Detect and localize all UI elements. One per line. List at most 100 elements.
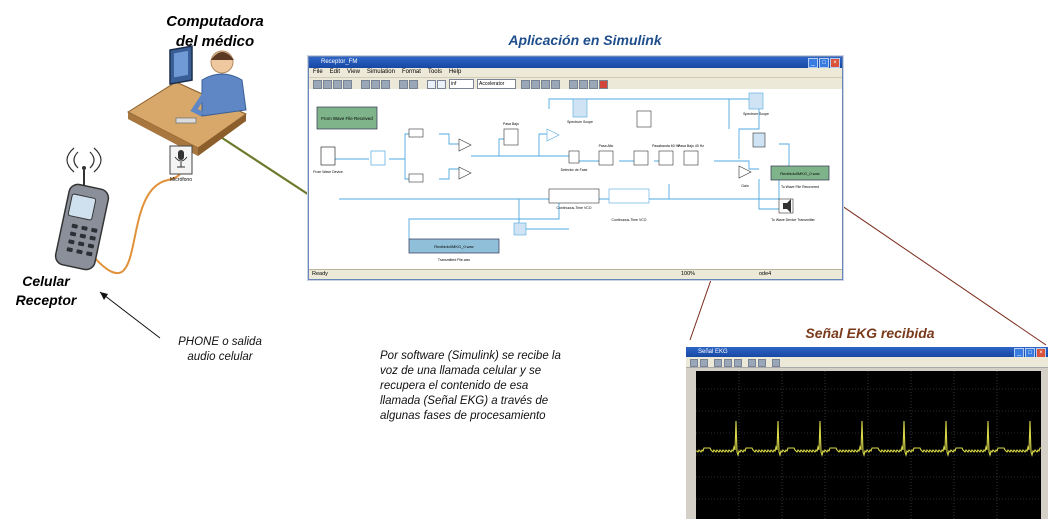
- simulation-mode-select[interactable]: Accelerator: [477, 79, 516, 89]
- status-ready: Ready: [312, 271, 328, 277]
- note-pointer-arrowhead: [100, 292, 108, 300]
- simulink-menubar: File Edit View Simulation Format Tools H…: [309, 68, 842, 78]
- lowpass-40hz-filter-label: Pasa Bajo 40 Hz: [678, 144, 704, 148]
- ekg-scope-window[interactable]: Señal EKG _ □ ×: [686, 347, 1048, 519]
- computer-to-simulink-arrow: [209, 129, 327, 207]
- to-wave-file-caption: To Wave File Recovered: [781, 185, 819, 189]
- menu-format[interactable]: Format: [401, 69, 421, 75]
- microphone-icon: [169, 145, 193, 175]
- vco-block-2[interactable]: [608, 188, 650, 204]
- print-icon[interactable]: [343, 80, 352, 89]
- menu-file[interactable]: File: [313, 69, 323, 75]
- maximize-button[interactable]: □: [819, 58, 829, 68]
- vco-block-1[interactable]: [548, 188, 600, 204]
- cell-phone-icon: [54, 147, 110, 271]
- detector-label: Detector de Fase: [561, 168, 588, 172]
- bandpass-filter-block[interactable]: [503, 128, 519, 146]
- ekg-signal-title: Señal EKG recibida: [805, 325, 935, 341]
- constant-block-2[interactable]: [408, 173, 424, 183]
- from-wave-file-block[interactable]: [316, 106, 378, 130]
- gain-block-2[interactable]: [458, 166, 472, 180]
- scope-titlebar[interactable]: Señal EKG _ □ ×: [686, 347, 1048, 358]
- fit-icon[interactable]: [589, 80, 598, 89]
- to-wave-file-label: Recibido0MKG_0.wav: [780, 171, 820, 176]
- stop-time-input[interactable]: inf: [449, 79, 474, 89]
- gain-block-1[interactable]: [458, 138, 472, 152]
- save-axes-icon[interactable]: [758, 359, 766, 367]
- spectrum-scope-block-2[interactable]: [748, 92, 764, 110]
- paste-icon[interactable]: [381, 80, 390, 89]
- library-icon[interactable]: [531, 80, 540, 89]
- cut-icon[interactable]: [361, 80, 370, 89]
- status-zoom: 100%: [681, 271, 696, 277]
- explorer-icon[interactable]: [541, 80, 550, 89]
- scope-window-title: Señal EKG: [698, 349, 728, 355]
- new-model-icon[interactable]: [313, 80, 322, 89]
- note-pointer-arrow: [99, 291, 161, 339]
- diagram-icon[interactable]: [569, 80, 578, 89]
- minimize-button[interactable]: _: [808, 58, 818, 68]
- to-wave-file-block[interactable]: [770, 165, 830, 181]
- scope-block-3[interactable]: [513, 222, 527, 236]
- close-button[interactable]: ×: [830, 58, 840, 68]
- lowpass-filter-block[interactable]: [633, 150, 649, 166]
- play-icon[interactable]: [427, 80, 436, 89]
- notch-filter-block[interactable]: [658, 150, 674, 166]
- mic-source-label: From Wave Device: [313, 170, 343, 174]
- gain-block-3[interactable]: [546, 128, 560, 142]
- grid-icon[interactable]: [579, 80, 588, 89]
- output-gain-block[interactable]: [738, 165, 752, 179]
- doctor-computer-icon: [126, 45, 247, 156]
- scope-params-icon[interactable]: [700, 359, 708, 367]
- undo-icon[interactable]: [399, 80, 408, 89]
- vco-label-2: Continuous-Time VCO: [611, 218, 646, 222]
- build-icon[interactable]: [521, 80, 530, 89]
- menu-help[interactable]: Help: [448, 69, 462, 75]
- zoom-x-icon[interactable]: [724, 359, 732, 367]
- autoscale-icon[interactable]: [748, 359, 756, 367]
- redo-icon[interactable]: [409, 80, 418, 89]
- ekg-plot-area: [696, 371, 1041, 519]
- product-block[interactable]: [636, 110, 652, 128]
- software-note-line: algunas fases de procesamiento: [380, 410, 546, 422]
- copy-icon[interactable]: [371, 80, 380, 89]
- software-note-line: llamada (Señal EKG) a través de: [380, 395, 549, 407]
- ekg-scope-block[interactable]: [752, 132, 766, 148]
- floating-scope-icon[interactable]: [772, 359, 780, 367]
- plot-grid: [696, 371, 1041, 519]
- menu-tools[interactable]: Tools: [427, 69, 442, 75]
- ekg-trace: [696, 420, 1041, 457]
- transmitted-file-caption: Transmitted File.wav: [438, 258, 470, 262]
- lowpass-40hz-filter-block[interactable]: [683, 150, 699, 166]
- scope-print-icon[interactable]: [690, 359, 698, 367]
- stop-icon[interactable]: [437, 80, 446, 89]
- transmitted-file-block[interactable]: [408, 238, 500, 254]
- simulink-titlebar[interactable]: Receptor_FM _ □ ×: [309, 57, 842, 68]
- zoom-in-icon[interactable]: [714, 359, 722, 367]
- mic-source-block[interactable]: [320, 146, 336, 166]
- from-wave-file-label: From Wave File Received: [321, 116, 373, 121]
- highpass-filter-label: Pasa Alto: [599, 144, 614, 148]
- software-process-note: Por software (Simulink) se recibe la voz…: [380, 349, 610, 424]
- simulink-window[interactable]: Receptor_FM _ □ × File Edit View Simulat…: [308, 56, 843, 280]
- menu-view[interactable]: View: [347, 69, 360, 75]
- spectrum-scope-label-2: Spectrum Scope: [743, 112, 769, 116]
- highpass-filter-block[interactable]: [598, 150, 614, 166]
- simulink-window-title: Receptor_FM: [321, 59, 358, 65]
- menu-simulation[interactable]: Simulation: [366, 69, 395, 75]
- open-icon[interactable]: [323, 80, 332, 89]
- record-icon[interactable]: [599, 80, 608, 89]
- software-note-line: Por software (Simulink) se recibe la: [380, 350, 561, 362]
- audio-cable: [91, 159, 184, 274]
- menu-edit[interactable]: Edit: [329, 69, 341, 75]
- detector-block[interactable]: [568, 150, 580, 164]
- simulink-canvas[interactable]: From Wave File Received From Wave Device…: [309, 89, 842, 269]
- zoom-y-icon[interactable]: [734, 359, 742, 367]
- constant-block-1[interactable]: [408, 128, 424, 138]
- speaker-caption: To Wave Device Transmitter: [771, 218, 815, 222]
- save-icon[interactable]: [333, 80, 342, 89]
- spectrum-scope-block-1[interactable]: [572, 98, 588, 118]
- debug-icon[interactable]: [551, 80, 560, 89]
- sum-block[interactable]: [370, 150, 386, 166]
